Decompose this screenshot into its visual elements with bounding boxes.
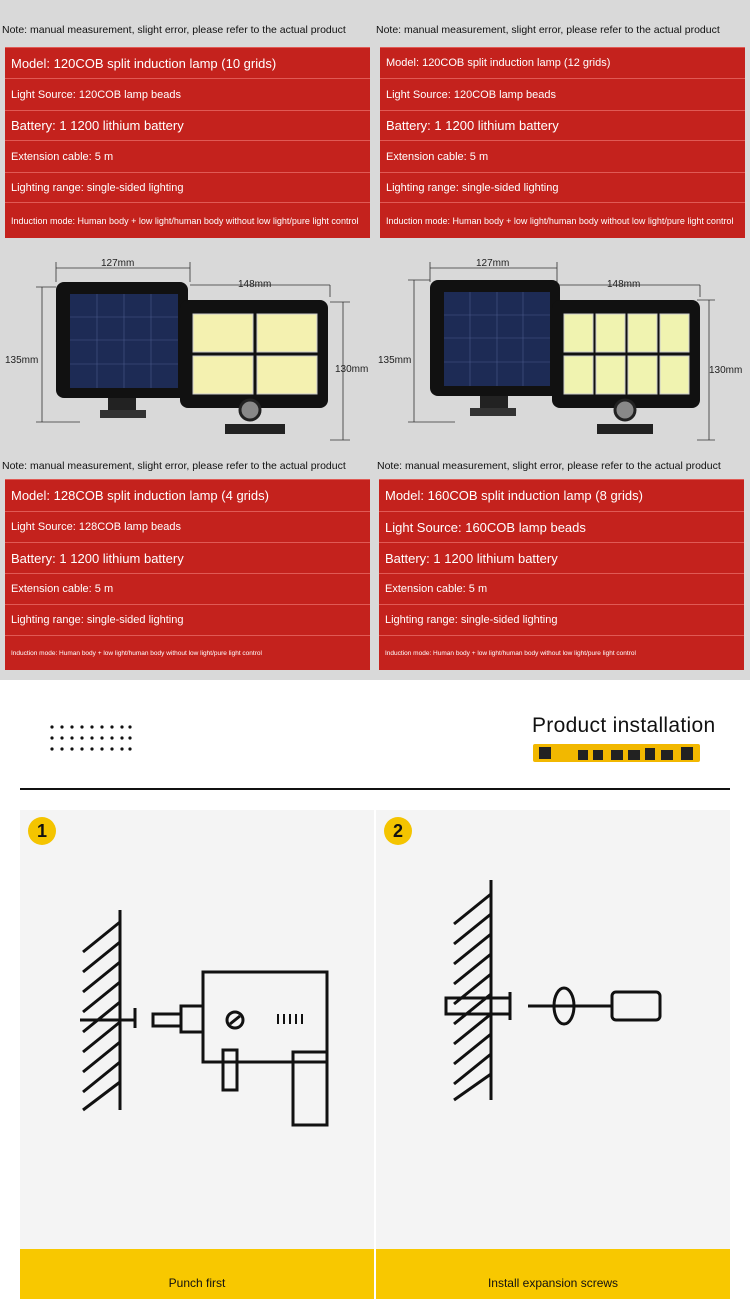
dim-height-solar: 135mm: [378, 355, 411, 366]
install-step-1: 1 Punch first: [20, 810, 374, 1299]
section-divider: [20, 788, 730, 790]
installation-title-badge: [533, 744, 700, 762]
spec-mode: Induction mode: Human body + low light/h…: [380, 202, 745, 238]
spec-mode: Induction mode: Human body + low light/h…: [379, 635, 744, 670]
spec-light-source: Light Source: 120COB lamp beads: [5, 78, 370, 110]
dots-decoration-icon: [50, 725, 132, 751]
spec-range: Lighting range: single-sided lighting: [5, 604, 370, 635]
spec-light-source: Light Source: 160COB lamp beads: [379, 511, 744, 542]
spec-table-2: Model: 120COB split induction lamp (12 g…: [380, 47, 745, 238]
lamp-dimension-image-4-grids: 127mm 148mm 135mm 130mm: [5, 258, 368, 441]
step-label: Punch first: [168, 1276, 226, 1290]
dim-width-solar: 127mm: [476, 258, 509, 269]
spec-table-1: Model: 120COB split induction lamp (10 g…: [5, 47, 370, 238]
dim-height-lamp: 130mm: [335, 364, 368, 375]
spec-table-4: Model: 160COB split induction lamp (8 gr…: [379, 479, 744, 670]
spec-cable: Extension cable: 5 m: [380, 140, 745, 172]
note-middle-right: Note: manual measurement, slight error, …: [377, 460, 721, 472]
step-number-badge: 1: [28, 817, 56, 845]
spec-battery: Battery: 1 1200 lithium battery: [379, 542, 744, 573]
note-top-left: Note: manual measurement, slight error, …: [2, 24, 346, 36]
step-number-badge: 2: [384, 817, 412, 845]
spec-cable: Extension cable: 5 m: [5, 140, 370, 172]
spec-mode: Induction mode: Human body + low light/h…: [5, 635, 370, 670]
spec-range: Lighting range: single-sided lighting: [380, 172, 745, 202]
spec-battery: Battery: 1 1200 lithium battery: [380, 110, 745, 140]
install-step-2: 2 Install expansion screws: [376, 810, 730, 1299]
dim-width-lamp: 148mm: [238, 279, 271, 290]
installation-title: Product installation: [532, 714, 716, 737]
spec-model: Model: 128COB split induction lamp (4 gr…: [5, 479, 370, 511]
dim-width-lamp: 148mm: [607, 279, 640, 290]
spec-model: Model: 120COB split induction lamp (10 g…: [5, 47, 370, 78]
screw-wall-illustration-icon: [444, 880, 662, 1102]
dim-width-solar: 127mm: [101, 258, 134, 269]
spec-range: Lighting range: single-sided lighting: [379, 604, 744, 635]
spec-mode: Induction mode: Human body + low light/h…: [5, 202, 370, 238]
badge-glyph-icon: [539, 747, 693, 760]
step-footer: Punch first: [20, 1249, 374, 1299]
spec-table-3: Model: 128COB split induction lamp (4 gr…: [5, 479, 370, 670]
spec-cable: Extension cable: 5 m: [5, 573, 370, 604]
spec-light-source: Light Source: 128COB lamp beads: [5, 511, 370, 542]
spec-model: Model: 120COB split induction lamp (12 g…: [380, 47, 745, 78]
note-top-right: Note: manual measurement, slight error, …: [376, 24, 720, 36]
note-middle-left: Note: manual measurement, slight error, …: [2, 460, 346, 472]
spec-light-source: Light Source: 120COB lamp beads: [380, 78, 745, 110]
drill-wall-illustration-icon: [80, 910, 329, 1127]
spec-model: Model: 160COB split induction lamp (8 gr…: [379, 479, 744, 511]
lamp-dimension-image-8-grids: 127mm 148mm 135mm 130mm: [378, 258, 742, 441]
dim-height-solar: 135mm: [5, 355, 38, 366]
spec-range: Lighting range: single-sided lighting: [5, 172, 370, 202]
step-label: Install expansion screws: [487, 1276, 619, 1290]
spec-cable: Extension cable: 5 m: [379, 573, 744, 604]
dim-height-lamp: 130mm: [709, 365, 742, 376]
spec-battery: Battery: 1 1200 lithium battery: [5, 110, 370, 140]
step-footer: Install expansion screws: [376, 1249, 730, 1299]
spec-battery: Battery: 1 1200 lithium battery: [5, 542, 370, 573]
